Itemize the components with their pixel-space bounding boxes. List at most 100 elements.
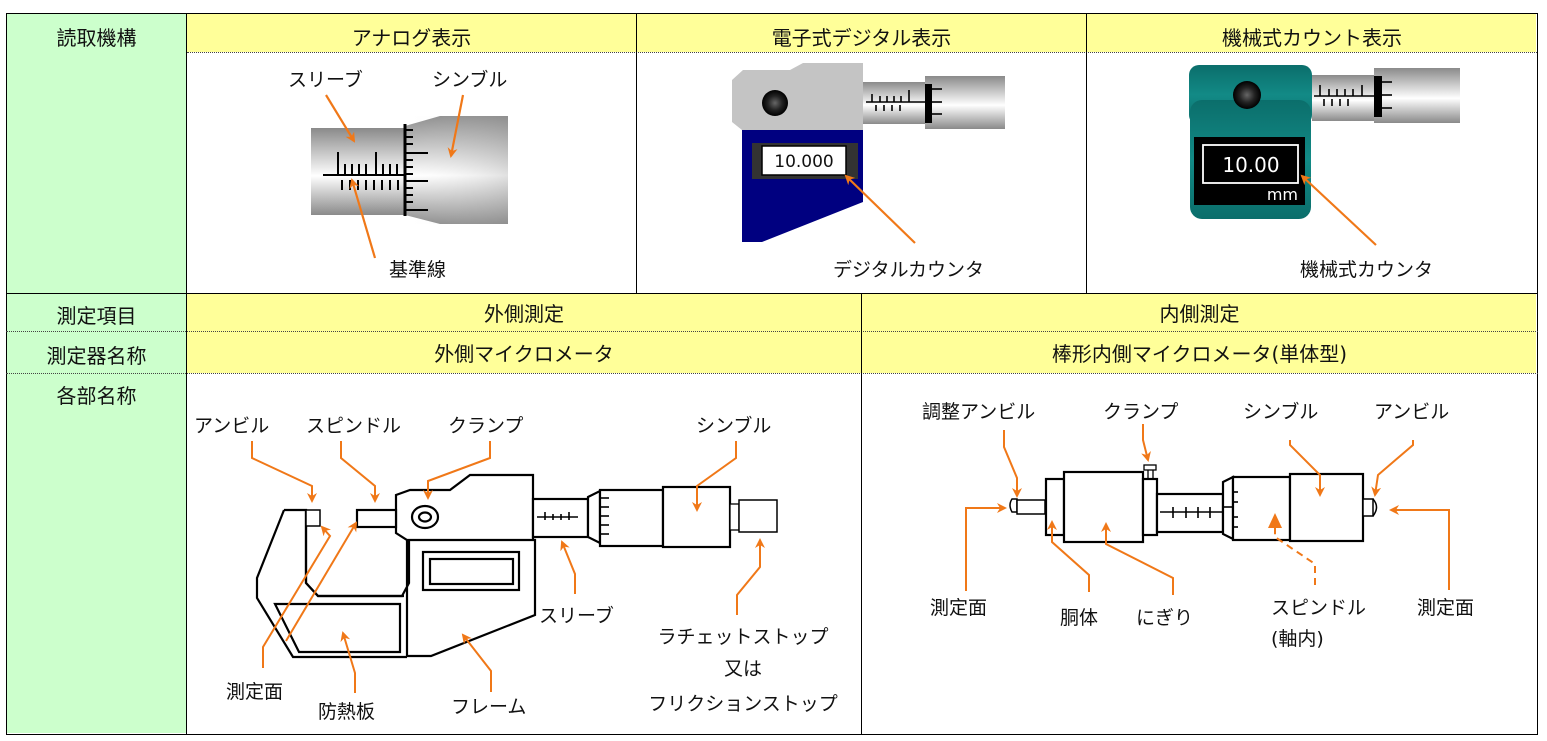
label-spindle-line1: スピンドル bbox=[1271, 597, 1366, 619]
label-reading-mechanism: 読取機構 bbox=[56, 26, 137, 50]
digital-display bbox=[761, 145, 847, 176]
label-measurement-item: 測定項目 bbox=[56, 304, 137, 328]
arrow-thimble bbox=[692, 441, 737, 512]
label-measuring-face: 測定面 bbox=[226, 681, 283, 703]
arrow-clamp bbox=[423, 441, 491, 500]
label-ratchet-line1: ラチェットストップ bbox=[657, 626, 828, 648]
arrow-sleeve bbox=[560, 540, 576, 594]
instrument-inside-micrometer: 棒形内側マイクロメータ(単体型) bbox=[1051, 342, 1348, 366]
label-ratchet-line3: フリクションストップ bbox=[648, 693, 838, 715]
inside-thimble bbox=[1231, 475, 1292, 542]
frame-outline-right bbox=[284, 473, 537, 658]
analog-scale-ticks bbox=[323, 124, 428, 216]
body-collar bbox=[1044, 477, 1066, 537]
arrow-measuring-face-right bbox=[1389, 505, 1450, 590]
inside-sleeve bbox=[1155, 492, 1225, 534]
label-thimble: シンブル bbox=[1243, 400, 1318, 423]
arrow-spindle bbox=[340, 441, 380, 503]
label-grip: にぎり bbox=[1136, 607, 1193, 629]
anvil bbox=[305, 509, 321, 527]
divider bbox=[6, 331, 1538, 332]
digital-display-value: 10.000 bbox=[774, 152, 833, 172]
arrow-heat-insulator bbox=[340, 631, 356, 693]
arrow-body bbox=[1047, 520, 1090, 592]
micrometer-comparison-table bbox=[6, 13, 1538, 735]
label-thimble: シンブル bbox=[696, 414, 771, 437]
clamp-ring bbox=[410, 504, 440, 530]
arrow-anvil bbox=[251, 441, 317, 503]
label-clamp: クランプ bbox=[448, 415, 523, 437]
counter-display-unit: mm bbox=[1267, 185, 1298, 204]
arrow-spindle-dashed bbox=[1274, 526, 1316, 585]
label-clamp: クランプ bbox=[1103, 401, 1178, 423]
body bbox=[1062, 470, 1145, 544]
divider bbox=[187, 52, 1537, 53]
reading-header-row bbox=[187, 14, 1536, 52]
divider bbox=[636, 13, 637, 293]
header-mechanical-counter: 機械式カウント表示 bbox=[1222, 26, 1402, 50]
label-spindle-line2: (軸内) bbox=[1271, 628, 1324, 650]
divider bbox=[861, 293, 862, 735]
divider bbox=[6, 293, 1538, 294]
arrow-clamp bbox=[1141, 424, 1151, 462]
label-ratchet-line2: 又は bbox=[724, 658, 762, 680]
clamp-screw bbox=[1143, 464, 1157, 471]
clamp-knob bbox=[1233, 81, 1261, 109]
display-window bbox=[428, 557, 515, 586]
arrow-thimble bbox=[1289, 440, 1325, 497]
label-measuring-face-left: 測定面 bbox=[930, 597, 987, 619]
label-digital-counter: デジタルカウンタ bbox=[833, 259, 984, 281]
mechanical-counter-illustration: 10.00 mm 機械式カウンタ bbox=[1189, 65, 1460, 281]
label-mechanical-counter: 機械式カウンタ bbox=[1300, 259, 1433, 281]
digital-head bbox=[732, 63, 863, 130]
anvil-tip bbox=[1362, 498, 1374, 517]
label-reference-line: 基準線 bbox=[389, 259, 446, 281]
display-frame bbox=[421, 550, 521, 592]
arrow-ratchet-stop bbox=[736, 538, 765, 615]
label-thimble: シンブル bbox=[432, 68, 507, 91]
arrow-digital-counter bbox=[844, 174, 916, 244]
digital-sleeve bbox=[863, 82, 925, 124]
counter-display bbox=[1202, 144, 1299, 184]
divider bbox=[6, 373, 1538, 374]
label-heat-insulator: 防熱板 bbox=[318, 701, 375, 723]
arrow-measuring-face-spindle bbox=[285, 521, 358, 642]
instrument-outside-micrometer: 外側マイクロメータ bbox=[434, 342, 614, 366]
label-sleeve: スリーブ bbox=[288, 68, 363, 91]
counter-display-value: 10.00 bbox=[1222, 153, 1279, 177]
adjust-anvil-tip bbox=[1009, 498, 1018, 513]
clamp-knob bbox=[762, 90, 788, 116]
arrow-reference-line bbox=[349, 178, 377, 259]
arrow-mechanical-counter bbox=[1300, 174, 1377, 246]
spindle bbox=[355, 508, 398, 529]
label-instrument-name: 測定器名称 bbox=[46, 344, 147, 368]
label-sleeve: スリーブ bbox=[539, 604, 614, 627]
label-adjust-anvil: 調整アンビル bbox=[922, 401, 1035, 423]
label-divider bbox=[186, 13, 187, 735]
outside-micrometer-illustration: アンビル スピンドル クランプ シンブル スリーブ ラチェットストップ 又は フ… bbox=[194, 414, 838, 723]
arrow-measuring-face-left bbox=[965, 503, 1007, 591]
arrow-grip bbox=[1101, 522, 1174, 595]
label-anvil: アンビル bbox=[1374, 401, 1449, 423]
grip-collar bbox=[1141, 477, 1159, 537]
arrow-adjust-anvil bbox=[1003, 430, 1022, 498]
header-electronic-digital: 電子式デジタル表示 bbox=[771, 26, 952, 50]
arrow-thimble bbox=[447, 94, 465, 158]
label-measuring-face-right: 測定面 bbox=[1417, 597, 1474, 619]
digital-micrometer-illustration: 10.000 デジタルカウンタ bbox=[732, 63, 1005, 281]
inside-thimble-bevel bbox=[1221, 475, 1235, 541]
item-outside-measurement: 外側測定 bbox=[484, 302, 564, 326]
label-part-names: 各部名称 bbox=[56, 384, 137, 408]
thimble-front bbox=[598, 488, 665, 548]
arrow-frame bbox=[461, 633, 492, 692]
header-analog: アナログ表示 bbox=[351, 26, 472, 50]
arrow-measuring-face-anvil bbox=[262, 525, 332, 668]
inside-micrometer-illustration: 調整アンビル クランプ シンブル アンビル 測定面 胴体 にぎり スピンドル (… bbox=[922, 400, 1474, 650]
label-spindle: スピンドル bbox=[306, 415, 401, 437]
divider bbox=[1086, 13, 1087, 293]
heat-insulator bbox=[273, 602, 402, 654]
frame-outline-left bbox=[255, 509, 407, 659]
inside-thimble-rear bbox=[1288, 472, 1365, 543]
mechanical-sleeve bbox=[1312, 75, 1374, 121]
